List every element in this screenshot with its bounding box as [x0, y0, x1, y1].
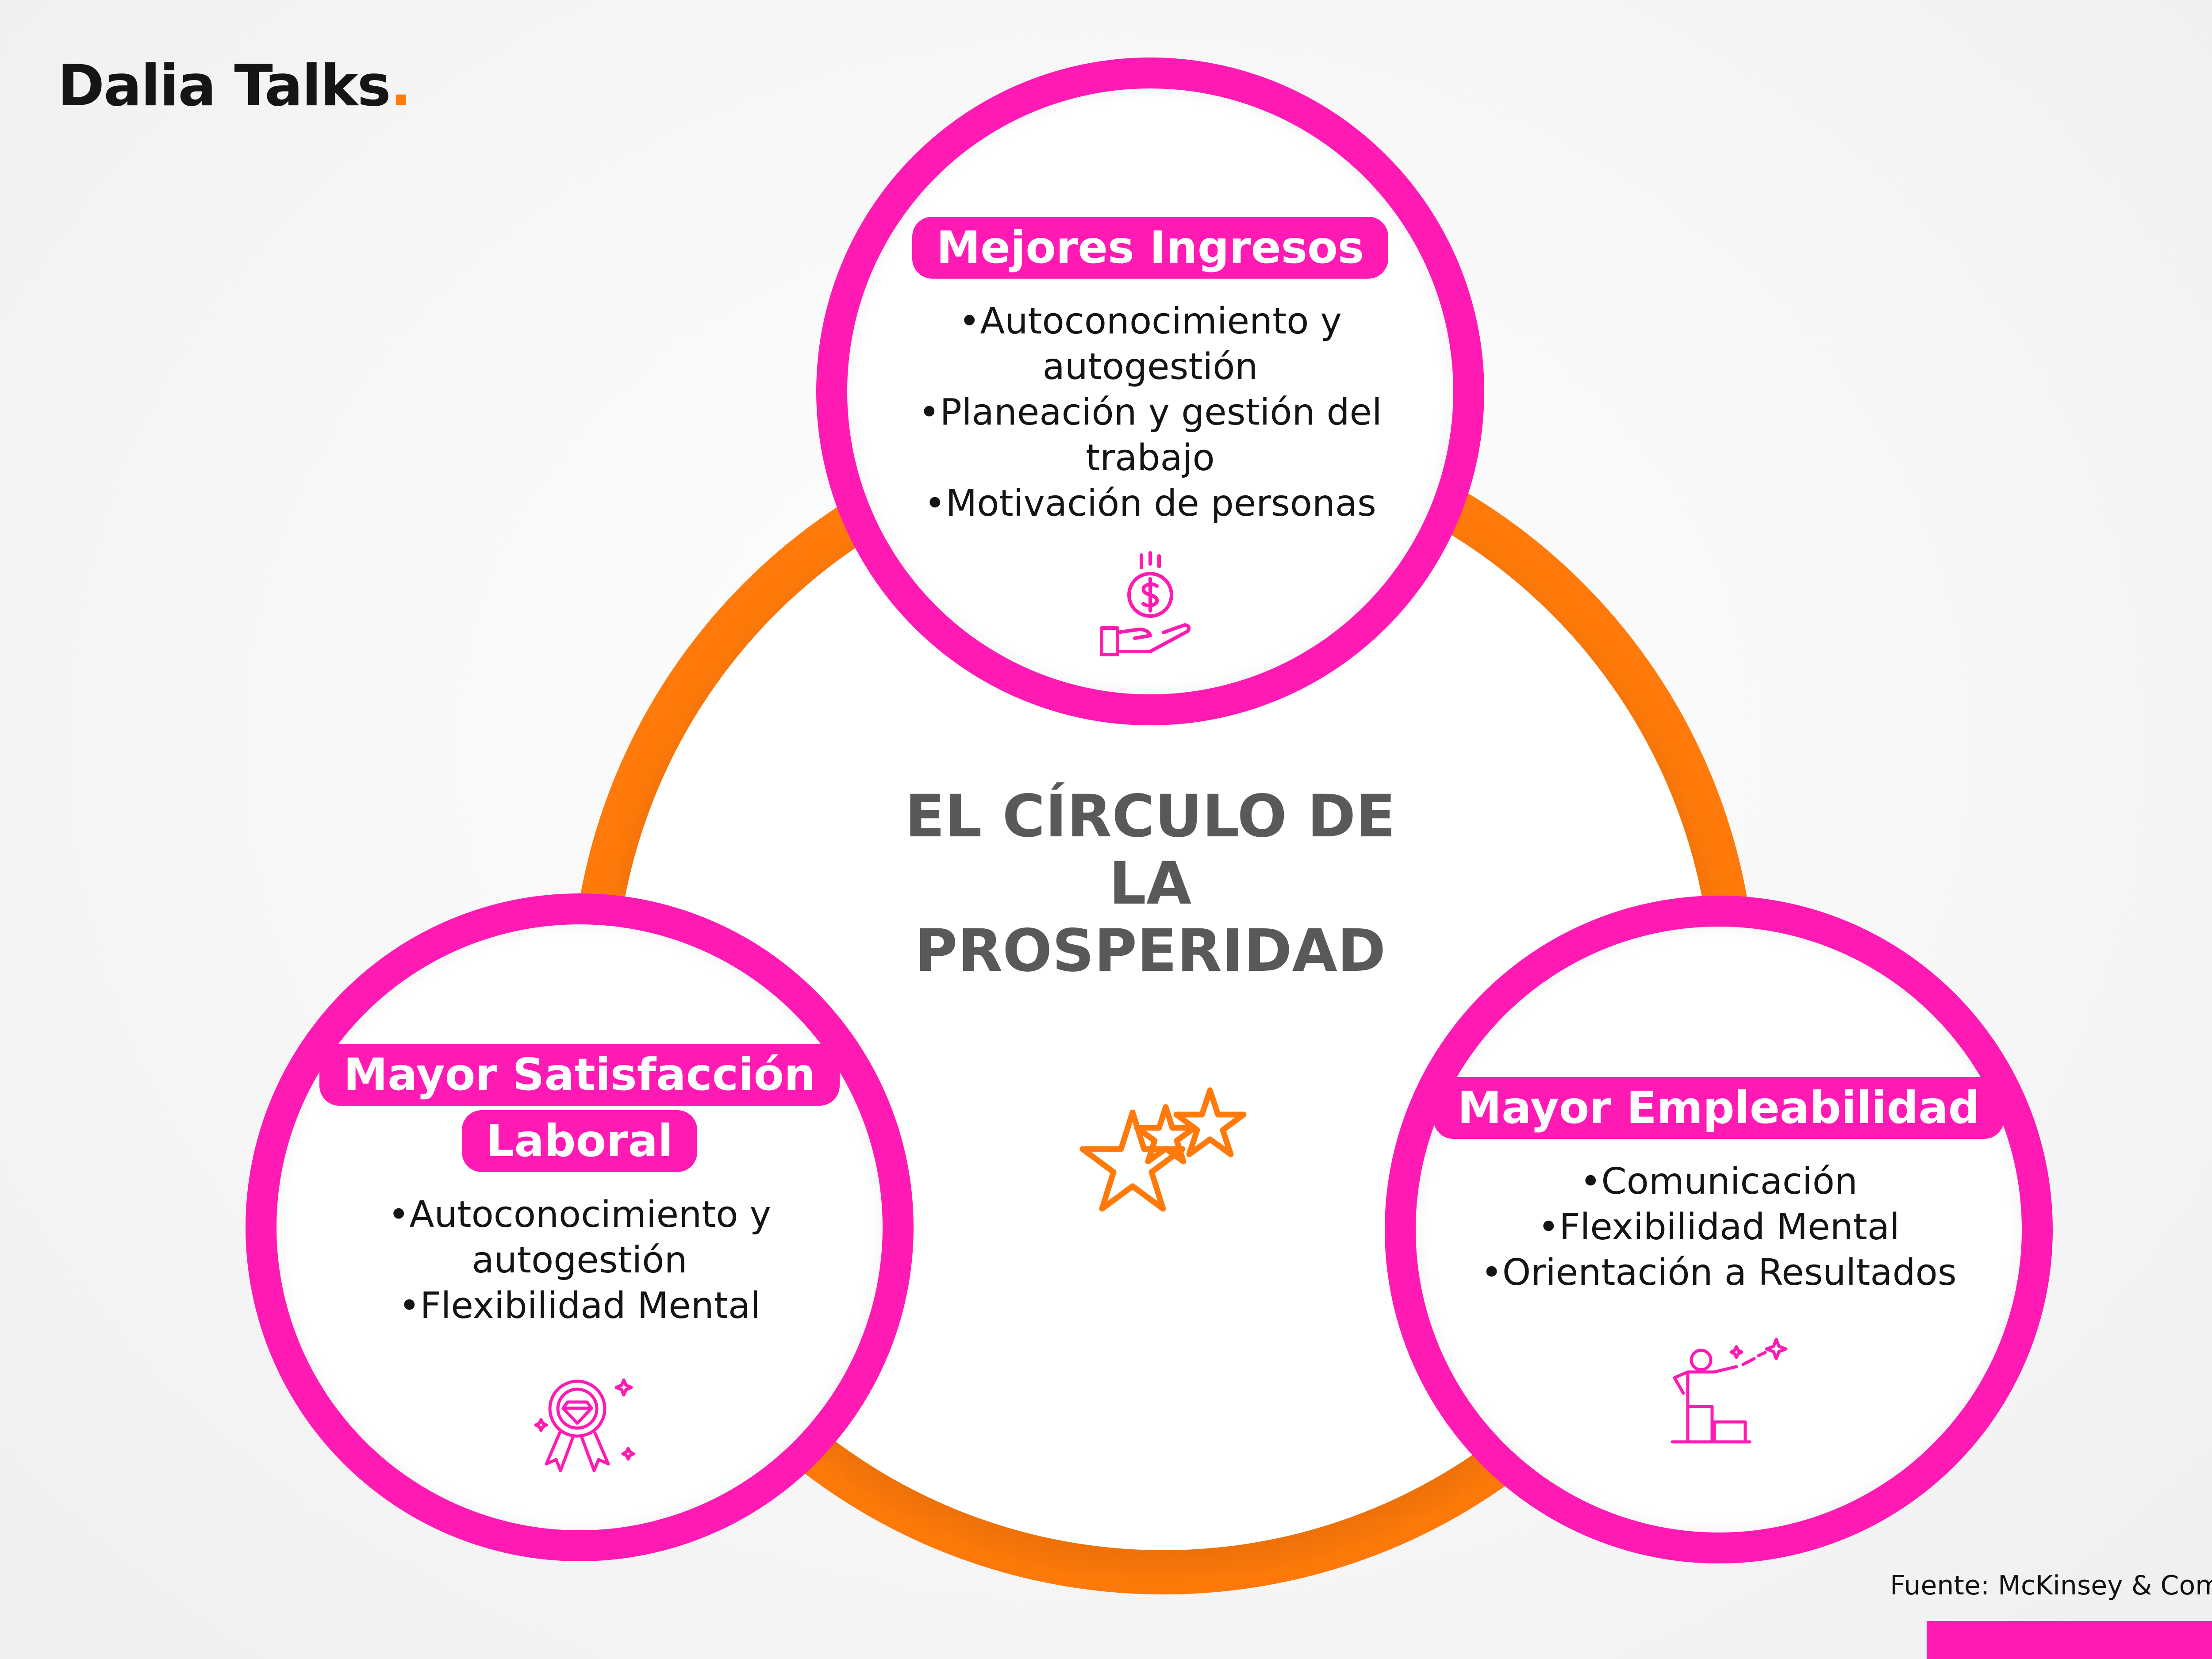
circle-inner — [1416, 927, 2022, 1533]
circle-title-pill: Mejores Ingresos — [912, 217, 1389, 279]
bullet-line: •Motivación de personas — [924, 483, 1376, 525]
brand-dot: . — [390, 53, 412, 119]
footer-pink-bar — [1927, 1621, 2212, 1659]
bullet-list: •Comunicación •Flexibilidad Mental •Orie… — [1418, 1159, 2020, 1295]
bullet-line: trabajo — [1086, 437, 1215, 479]
bullet-line: •Planeación y gestión del — [918, 391, 1382, 433]
stars-icon — [1079, 1087, 1247, 1212]
circle-mayor-satisfaccion-content: Mayor Satisfacción Laboral •Autoconocimi… — [279, 1044, 880, 1329]
bullet-line: •Flexibilidad Mental — [1538, 1206, 1900, 1248]
center-title-line: LA — [1109, 850, 1192, 918]
diamond-badge-icon — [534, 1378, 635, 1472]
brand-name: Dalia Talks — [58, 53, 391, 119]
bullet-line: •Orientación a Resultados — [1481, 1252, 1957, 1294]
person-podium-star-icon — [1671, 1337, 1788, 1444]
circle-title-pill: Mayor Empleabilidad — [1433, 1077, 2005, 1139]
bullet-line: autogestión — [1042, 346, 1258, 388]
bullet-line: •Autoconocimiento y — [958, 300, 1342, 342]
circle-title-pill: Laboral — [461, 1110, 698, 1172]
circle-title-pill: Mayor Satisfacción — [319, 1044, 840, 1106]
circle-mejores-ingresos-content: Mejores Ingresos •Autoconocimiento y aut… — [849, 217, 1451, 526]
brand-logo: Dalia Talks. — [58, 53, 411, 119]
center-title-line: PROSPERIDAD — [914, 917, 1386, 985]
bullet-line: •Flexibilidad Mental — [399, 1285, 760, 1327]
bullet-list: •Autoconocimiento y autogestión •Planeac… — [849, 299, 1451, 526]
center-title: EL CÍRCULO DE LA PROSPERIDAD — [818, 783, 1482, 985]
bullet-line: •Comunicación — [1580, 1161, 1858, 1203]
center-title-line: EL CÍRCULO DE — [905, 782, 1396, 851]
bullet-line: autogestión — [472, 1239, 687, 1281]
circle-mayor-empleabilidad-content: Mayor Empleabilidad •Comunicación •Flexi… — [1418, 1077, 2020, 1295]
bullet-list: •Autoconocimiento y autogestión •Flexibi… — [279, 1192, 880, 1329]
bullet-line: •Autoconocimiento y — [388, 1194, 771, 1236]
money-hand-icon — [1100, 551, 1191, 656]
source-credit: Fuente: McKinsey & Company — [1890, 1570, 2212, 1601]
